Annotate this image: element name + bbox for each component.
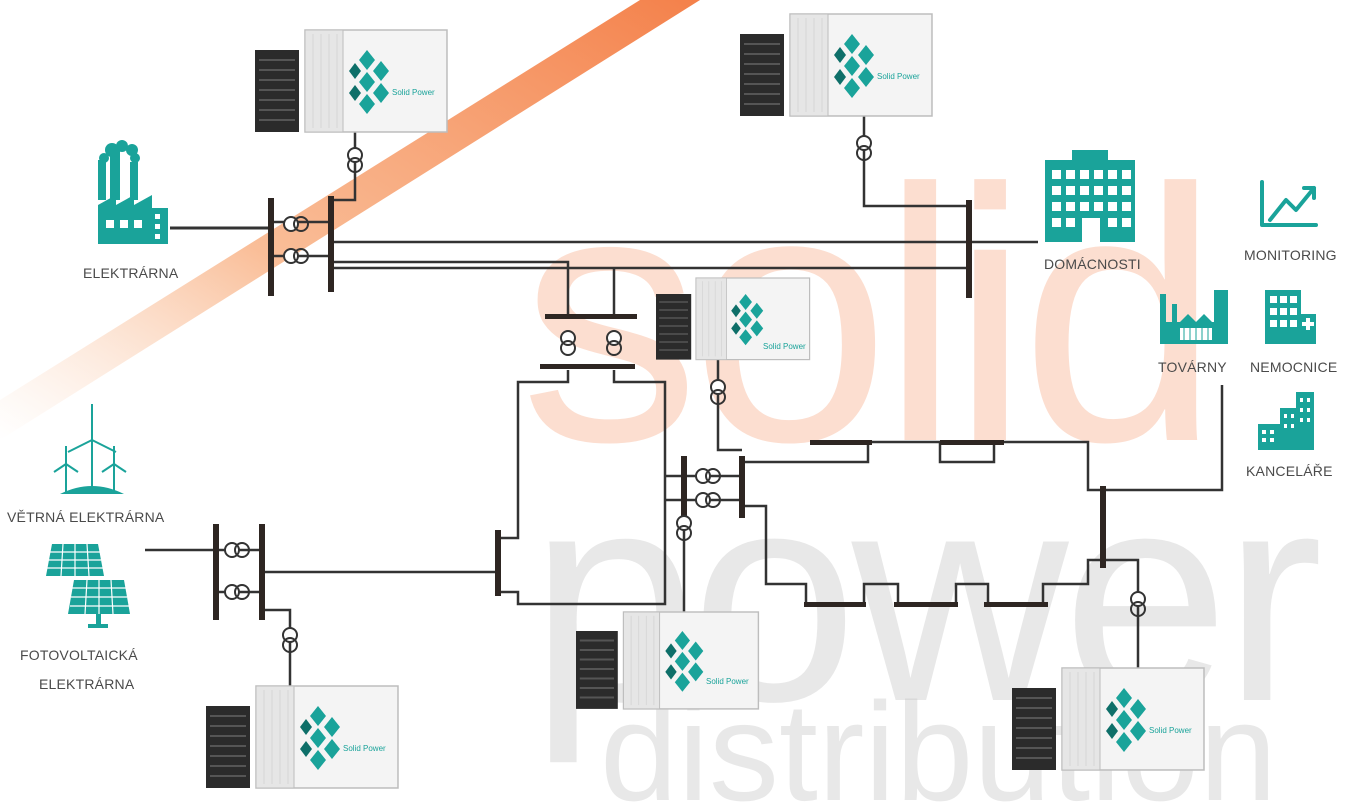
svg-text:Solid Power: Solid Power [706,677,749,686]
svg-text:Solid Power: Solid Power [1149,726,1192,735]
label-solar-plant-line2: ELEKTRÁRNA [39,676,135,692]
label-hospitals: NEMOCNICE [1250,359,1338,375]
hospital-icon [1265,290,1316,344]
svg-text:Solid Power: Solid Power [392,88,435,97]
label-offices: KANCELÁŘE [1246,463,1333,479]
label-power-plant: ELEKTRÁRNA [83,265,179,281]
svg-text:Solid Power: Solid Power [877,72,920,81]
building-icon [1045,150,1135,242]
chart-up-icon [1260,180,1318,227]
wind-turbine-icon [53,404,127,492]
label-solar-plant-line1: FOTOVOLTAICKÁ [20,647,138,663]
container-brand-text: Solid Power Solid Power Solid Power Soli… [343,72,1192,753]
label-households: DOMÁCNOSTI [1044,256,1141,272]
office-icon [1258,392,1314,450]
solar-panel-icon [46,543,130,628]
diagonal-accent-stripe [0,0,700,440]
label-factories: TOVÁRNY [1158,359,1227,375]
busbars [213,196,1106,620]
label-monitoring: MONITORING [1244,247,1337,263]
label-wind-plant: VĚTRNÁ ELEKTRÁRNA [7,509,165,525]
svg-text:Solid Power: Solid Power [763,342,806,351]
svg-text:Solid Power: Solid Power [343,744,386,753]
